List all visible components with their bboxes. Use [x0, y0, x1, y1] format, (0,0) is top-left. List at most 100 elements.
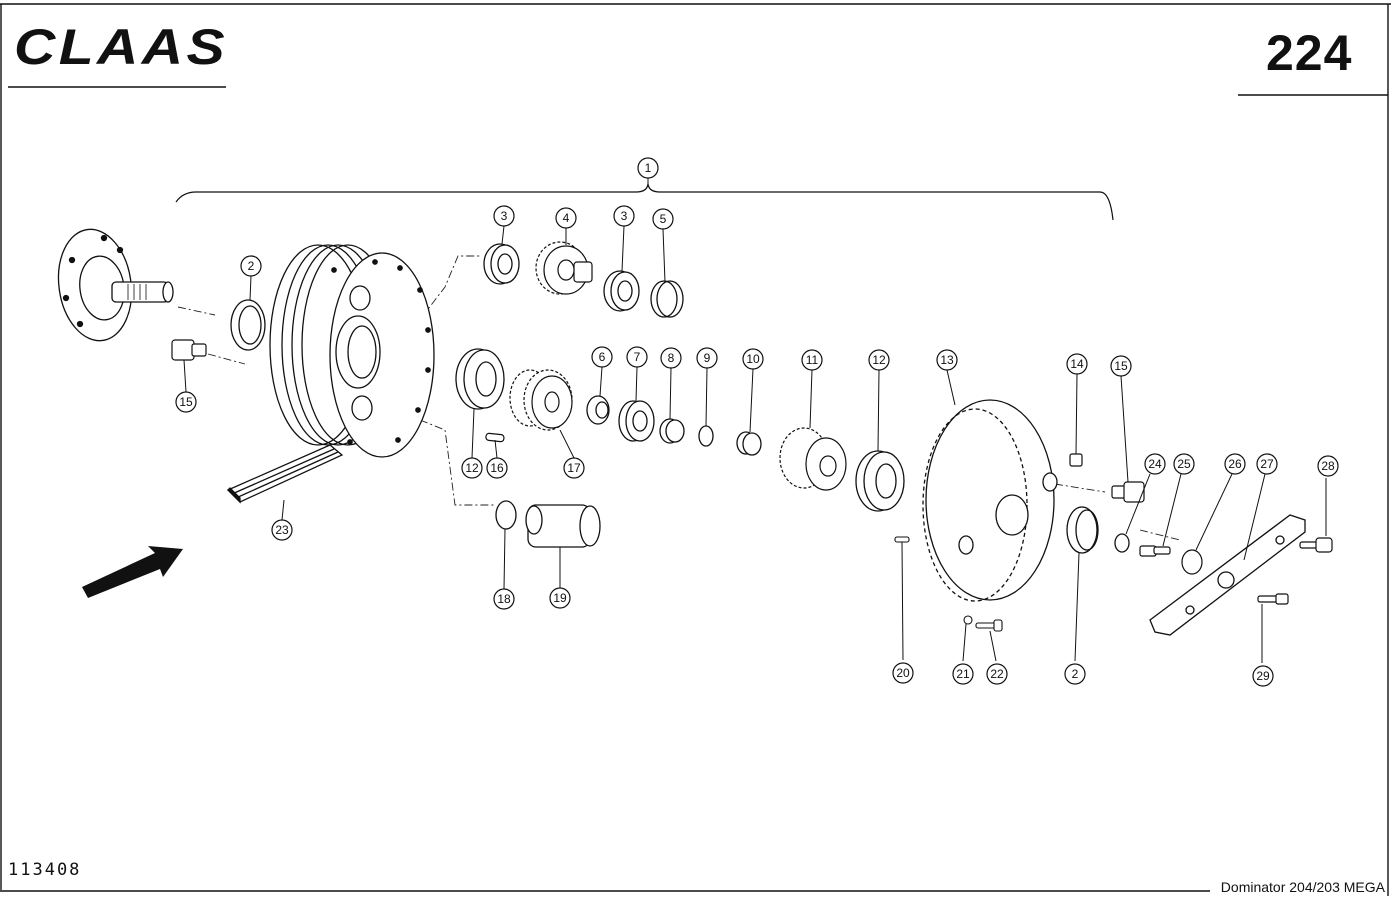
leader-lines — [183, 178, 1327, 663]
plug-small — [1069, 453, 1083, 467]
bolt-lower-right — [1257, 593, 1289, 605]
callout-16: 16 — [486, 457, 508, 479]
callout-15: 15 — [175, 391, 197, 413]
svg-text:12: 12 — [872, 353, 886, 367]
callout-19: 19 — [549, 587, 571, 609]
callout-1: 1 — [637, 157, 659, 179]
svg-text:15: 15 — [179, 395, 193, 409]
pin — [485, 432, 505, 443]
svg-text:23: 23 — [275, 523, 289, 537]
assembly-bracket — [175, 183, 1114, 221]
svg-text:28: 28 — [1321, 459, 1335, 473]
bearing-upper-right — [603, 270, 640, 312]
seal-ring-right — [1066, 506, 1099, 554]
seal-ring-upper — [650, 280, 684, 318]
callout-22: 22 — [986, 663, 1008, 685]
callout-8: 8 — [660, 347, 682, 369]
svg-text:15: 15 — [1114, 359, 1128, 373]
callout-7: 7 — [626, 346, 648, 368]
bushing — [659, 418, 685, 444]
callout-14: 14 — [1066, 353, 1088, 375]
svg-text:5: 5 — [660, 212, 667, 226]
svg-text:10: 10 — [746, 352, 760, 366]
gearbox-cover — [922, 399, 1058, 602]
svg-text:4: 4 — [563, 211, 570, 225]
circlip — [698, 425, 714, 447]
svg-text:11: 11 — [806, 353, 819, 367]
callout-26: 26 — [1224, 453, 1246, 475]
gear-upper — [535, 241, 593, 295]
callout-5: 5 — [652, 208, 674, 230]
callout-18: 18 — [493, 588, 515, 610]
callout-9: 9 — [696, 347, 718, 369]
screw-plug-right — [1111, 481, 1145, 503]
grooved-pulley — [269, 244, 435, 458]
callout-15: 15 — [1110, 355, 1132, 377]
svg-text:7: 7 — [634, 350, 641, 364]
screw-plug-left — [171, 339, 207, 361]
svg-text:20: 20 — [896, 666, 910, 680]
svg-text:19: 19 — [553, 591, 567, 605]
washer-small — [963, 615, 973, 625]
callout-13: 13 — [936, 349, 958, 371]
callout-3: 3 — [493, 205, 515, 227]
svg-text:12: 12 — [465, 461, 479, 475]
svg-text:14: 14 — [1070, 357, 1084, 371]
bearing-medium — [618, 400, 655, 442]
seal-ring-left — [230, 299, 266, 351]
bolt-small — [975, 619, 1003, 632]
callout-12: 12 — [868, 349, 890, 371]
callouts: 1 2 3 4 3 5 15 6 7 8 9 10 11 12 13 14 15… — [175, 157, 1339, 687]
callout-24: 24 — [1144, 453, 1166, 475]
svg-text:1: 1 — [645, 161, 652, 175]
gear-middle — [509, 369, 573, 431]
callout-11: 11 — [801, 349, 823, 371]
svg-text:3: 3 — [501, 209, 508, 223]
model-caption: Dominator 204/203 MEGA — [1220, 879, 1385, 895]
mounting-bracket — [1149, 514, 1306, 636]
o-ring — [495, 500, 517, 530]
callout-2: 2 — [1064, 663, 1086, 685]
bearing-upper-left — [483, 243, 520, 285]
svg-text:29: 29 — [1256, 669, 1270, 683]
page-number: 224 — [1266, 25, 1353, 81]
callout-21: 21 — [952, 663, 974, 685]
svg-text:25: 25 — [1177, 457, 1191, 471]
svg-text:16: 16 — [490, 461, 504, 475]
svg-text:13: 13 — [940, 353, 954, 367]
svg-text:6: 6 — [599, 350, 606, 364]
flanged-shaft-hub — [57, 228, 174, 342]
callout-23: 23 — [271, 519, 293, 541]
svg-text:2: 2 — [1072, 667, 1079, 681]
bearing-right — [855, 450, 905, 512]
washer — [1114, 533, 1130, 553]
callout-12: 12 — [461, 457, 483, 479]
bearing-small — [586, 395, 610, 425]
svg-text:21: 21 — [956, 667, 970, 681]
callout-27: 27 — [1256, 453, 1278, 475]
callout-29: 29 — [1252, 665, 1274, 687]
drawing-id: 113408 — [8, 860, 82, 880]
svg-text:9: 9 — [704, 351, 711, 365]
callout-10: 10 — [742, 348, 764, 370]
svg-text:2: 2 — [248, 259, 255, 273]
callout-20: 20 — [892, 662, 914, 684]
callout-28: 28 — [1317, 455, 1339, 477]
bolt-upper-right — [1299, 537, 1333, 553]
svg-text:22: 22 — [990, 667, 1004, 681]
svg-text:24: 24 — [1148, 457, 1162, 471]
svg-text:17: 17 — [567, 461, 581, 475]
gasket-disc — [1181, 549, 1203, 575]
bearing-middle-left — [455, 348, 505, 410]
callout-4: 4 — [555, 207, 577, 229]
svg-text:CLAAS: CLAAS — [14, 19, 228, 75]
gear-lower — [779, 427, 847, 491]
svg-text:27: 27 — [1260, 457, 1274, 471]
direction-arrow — [82, 546, 183, 598]
drive-shaft-stub — [525, 504, 601, 548]
claas-logo: CLAAS — [14, 19, 228, 75]
dowel-pin — [894, 536, 910, 543]
callout-6: 6 — [591, 346, 613, 368]
callout-17: 17 — [563, 457, 585, 479]
